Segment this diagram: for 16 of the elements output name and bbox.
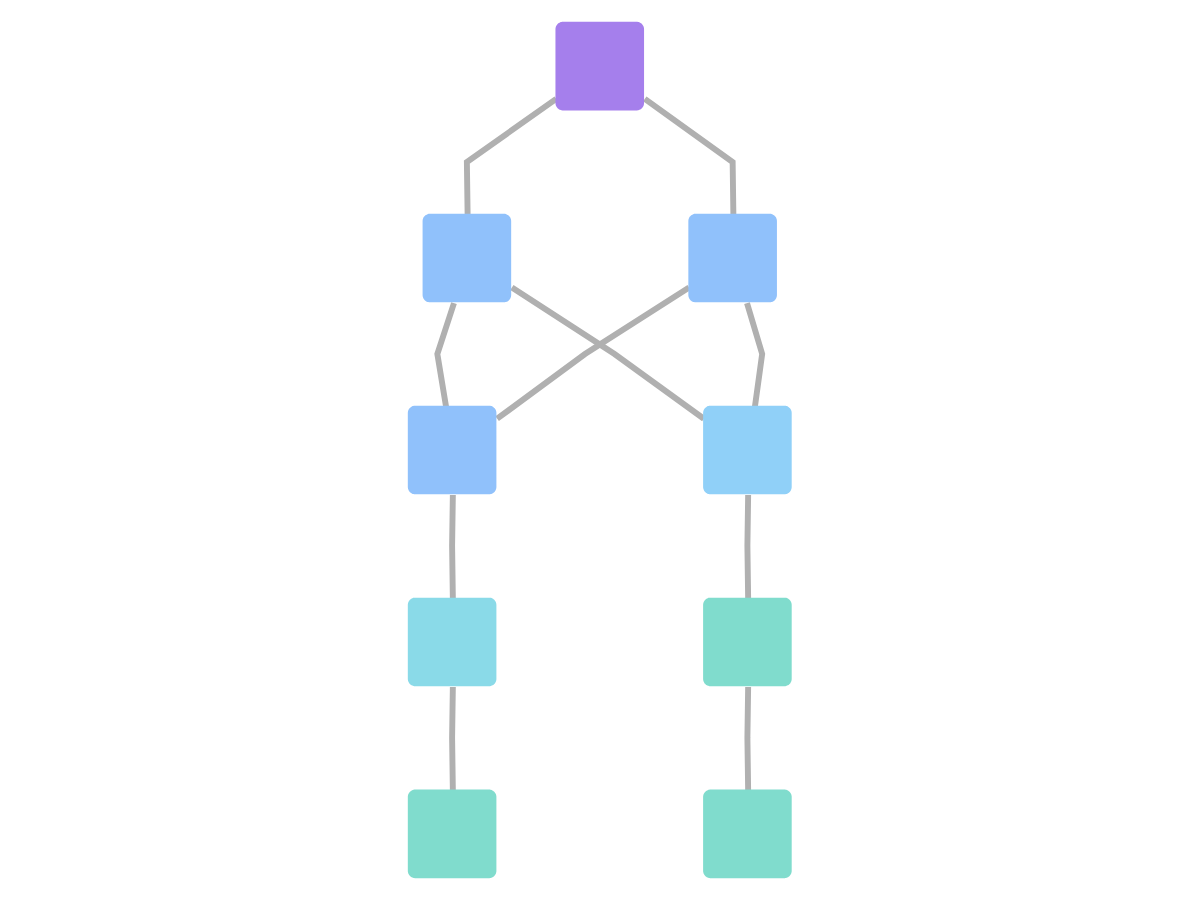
connector (449, 686, 457, 791)
node-box (703, 597, 792, 687)
connector (643, 96, 737, 215)
node-box (703, 789, 792, 879)
node-box (408, 405, 497, 495)
node-box (408, 597, 497, 687)
node-box (408, 789, 497, 879)
connector (744, 302, 766, 407)
connector (744, 686, 752, 791)
node-box (422, 213, 512, 303)
node-box (688, 213, 778, 303)
connector (434, 302, 458, 407)
connector (744, 495, 752, 599)
node-box (555, 21, 645, 111)
connector (449, 495, 457, 599)
node-box (703, 405, 792, 495)
